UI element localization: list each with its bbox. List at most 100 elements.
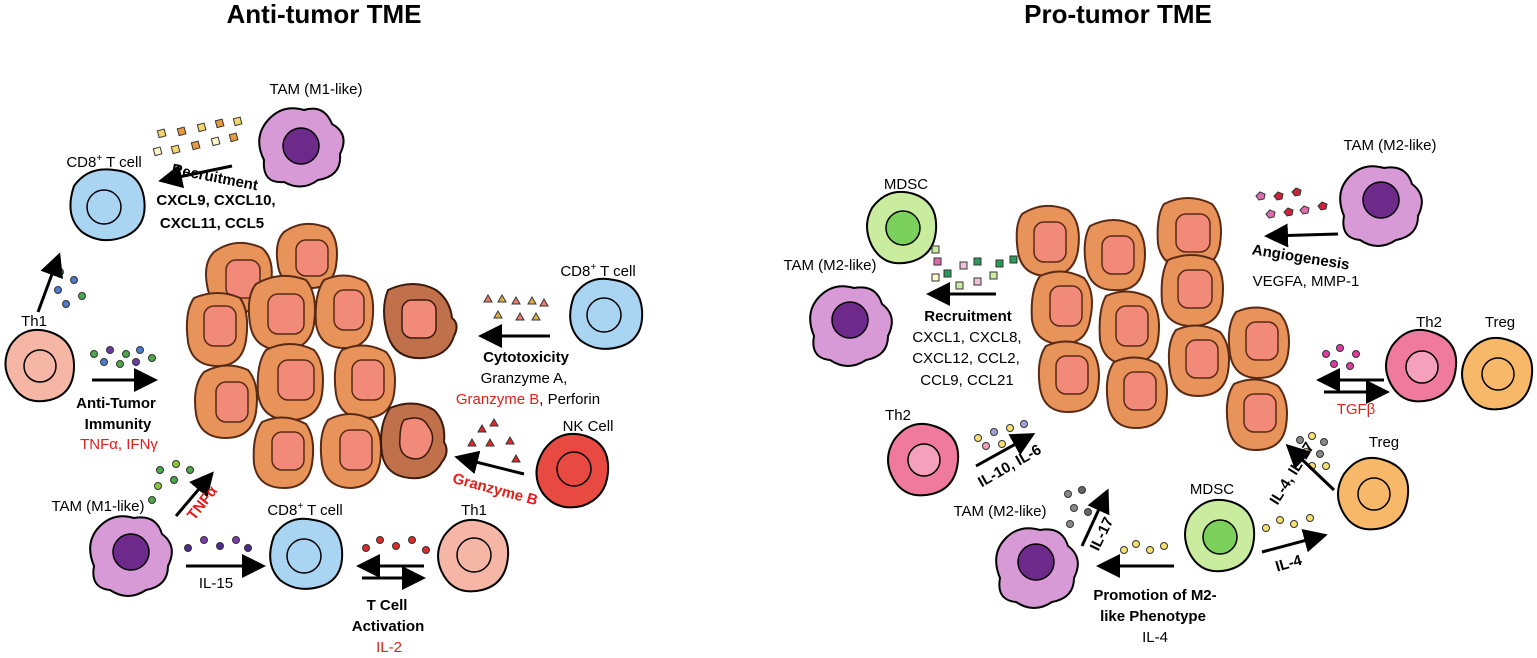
- il4-particles-promotion: [1120, 540, 1168, 554]
- cd8-cell-right: [569, 277, 644, 350]
- tumor-cell: [194, 364, 258, 440]
- tam-m1-top-label: TAM (M1-like): [269, 81, 362, 98]
- tumor-cell: [1167, 324, 1230, 398]
- tumor-cell: [252, 416, 315, 490]
- mdsc-cell-top: [866, 190, 938, 265]
- right-arrows: [926, 223, 1390, 578]
- th1-left-label: Th1: [21, 313, 47, 330]
- recruitment-label-group: Recruitment: [170, 161, 259, 194]
- th2-cell-right: [1385, 328, 1458, 403]
- left-arrows: [36, 164, 550, 590]
- tumor-cell: [247, 274, 316, 352]
- tam-m2-left-label: TAM (M2-like): [783, 257, 876, 274]
- angiogenesis-arrow: [1264, 223, 1339, 248]
- tam-m2-bottom-label: TAM (M2-like): [953, 503, 1046, 520]
- th2-cell-left: [887, 422, 960, 497]
- cd8-cell-bottom: [269, 517, 344, 590]
- tam-m2-cell-top-right: [1339, 165, 1423, 247]
- il17-label-group: IL-17: [1087, 515, 1118, 554]
- il10-il6-particles: [974, 420, 1028, 450]
- angiogenesis-factors: VEGFA, MMP-1: [1253, 273, 1360, 290]
- anti-tumor-factors: TNFα, IFNγ: [80, 436, 158, 453]
- angiogenesis-title: Angiogenesis: [1251, 241, 1351, 273]
- th1-to-cd8-arrow: [36, 252, 64, 313]
- th2-left-label: Th2: [885, 407, 911, 424]
- tam-m1-cell-bottom: [89, 515, 173, 597]
- tumor-cell: [1098, 290, 1160, 366]
- recruitment-line2: CXCL11, CCL5: [160, 215, 264, 232]
- treg-cell-mid: [1337, 456, 1410, 531]
- il4-label-group: IL-4: [1274, 552, 1305, 576]
- tam-m1-cell-top: [258, 107, 345, 188]
- cd8-cell-top-left: [69, 168, 146, 242]
- il17-label: IL-17: [1087, 515, 1118, 554]
- tnfa-arrow: [174, 471, 214, 517]
- anti-tumor-line1: Anti-Tumor: [76, 395, 156, 412]
- recruitment-particles-right: [931, 245, 1018, 290]
- treg-cell-right: [1461, 336, 1534, 411]
- treg-right-label: Treg: [1485, 314, 1515, 331]
- recruitment-right-title: Recruitment: [924, 308, 1012, 325]
- necrotic-tumor-cell: [383, 283, 458, 360]
- tumor-cell: [1030, 270, 1093, 346]
- tumor-cell: [1083, 219, 1146, 292]
- granzyme-b-arrow: [454, 450, 525, 476]
- th1-cell-bottom: [437, 518, 510, 593]
- tumor-cell: [319, 413, 382, 490]
- necrotic-tumor-cell: [380, 402, 448, 480]
- cytotoxicity-title: Cytotoxicity: [483, 349, 570, 366]
- tumor-cell: [185, 292, 249, 368]
- promotion-line1: Promotion of M2-: [1093, 587, 1216, 604]
- th2-right-label: Th2: [1416, 314, 1442, 331]
- il17-particles: [1064, 486, 1092, 528]
- cytokine-particles-th1-cd8: [54, 268, 86, 308]
- granzyme-particles-cytotoxicity: [483, 293, 549, 321]
- cd8-bottom-label: CD8+ T cell: [267, 501, 342, 519]
- granzyme-b-particles: [467, 417, 521, 463]
- il4-il17-arrow: [1285, 443, 1336, 492]
- il15-particles: [184, 536, 252, 552]
- tumor-cell: [1225, 378, 1288, 452]
- promotion-line2: like Phenotype: [1100, 608, 1206, 625]
- left-panel-title: Anti-tumor TME: [227, 0, 422, 29]
- tumor-cell: [1015, 204, 1080, 278]
- tnfa-particles: [148, 460, 194, 504]
- t-cell-activation-factor: IL-2: [376, 639, 402, 656]
- tam-m1-bottom-label: TAM (M1-like): [51, 498, 144, 515]
- t-cell-activation-line2: Activation: [352, 618, 425, 635]
- chemokine-particles-recruitment: [152, 116, 243, 157]
- mdsc-bottom-label: MDSC: [1190, 481, 1234, 498]
- recruitment-title: Recruitment: [170, 161, 259, 194]
- cytotoxicity-line1: Granzyme A,: [481, 370, 568, 387]
- tam-m2-cell-left: [809, 285, 893, 367]
- promotion-factor: IL-4: [1142, 629, 1168, 646]
- tam-m2-cell-bottom: [995, 527, 1079, 609]
- right-tumor-cluster: [1015, 197, 1290, 452]
- tumor-cell: [256, 343, 324, 422]
- recruitment-right-line3: CCL9, CCL21: [920, 372, 1013, 389]
- il4-arrow: [1261, 529, 1328, 554]
- tumor-cell: [1105, 356, 1168, 430]
- tgfb-particles: [1322, 344, 1360, 370]
- nk-cell: [535, 432, 610, 509]
- tam-m2-top-right-label: TAM (M2-like): [1343, 137, 1436, 154]
- mdsc-cell-bottom: [1184, 498, 1256, 573]
- il4-label: IL-4: [1274, 552, 1305, 576]
- cd8-top-left-label: CD8+ T cell: [66, 153, 141, 171]
- left-tumor-cluster: [185, 222, 458, 490]
- tumor-cell: [1037, 340, 1100, 414]
- recruitment-arrow: [158, 164, 233, 189]
- nk-cell-label: NK Cell: [563, 418, 614, 435]
- th1-bottom-label: Th1: [461, 502, 487, 519]
- tumor-cell: [1156, 197, 1222, 270]
- il10-il6-arrow: [975, 433, 1036, 468]
- mdsc-top-label: MDSC: [884, 176, 928, 193]
- tnfa-label-group: TNFα: [184, 482, 222, 523]
- treg-mid-label: Treg: [1369, 434, 1399, 451]
- t-cell-activation-line1: T Cell: [367, 597, 408, 614]
- anti-tumor-line2: Immunity: [85, 416, 152, 433]
- tumor-cell: [314, 274, 375, 350]
- cytotoxicity-line2: Granzyme B, Perforin: [456, 391, 600, 408]
- angiogenesis-label-group: Angiogenesis: [1251, 241, 1351, 273]
